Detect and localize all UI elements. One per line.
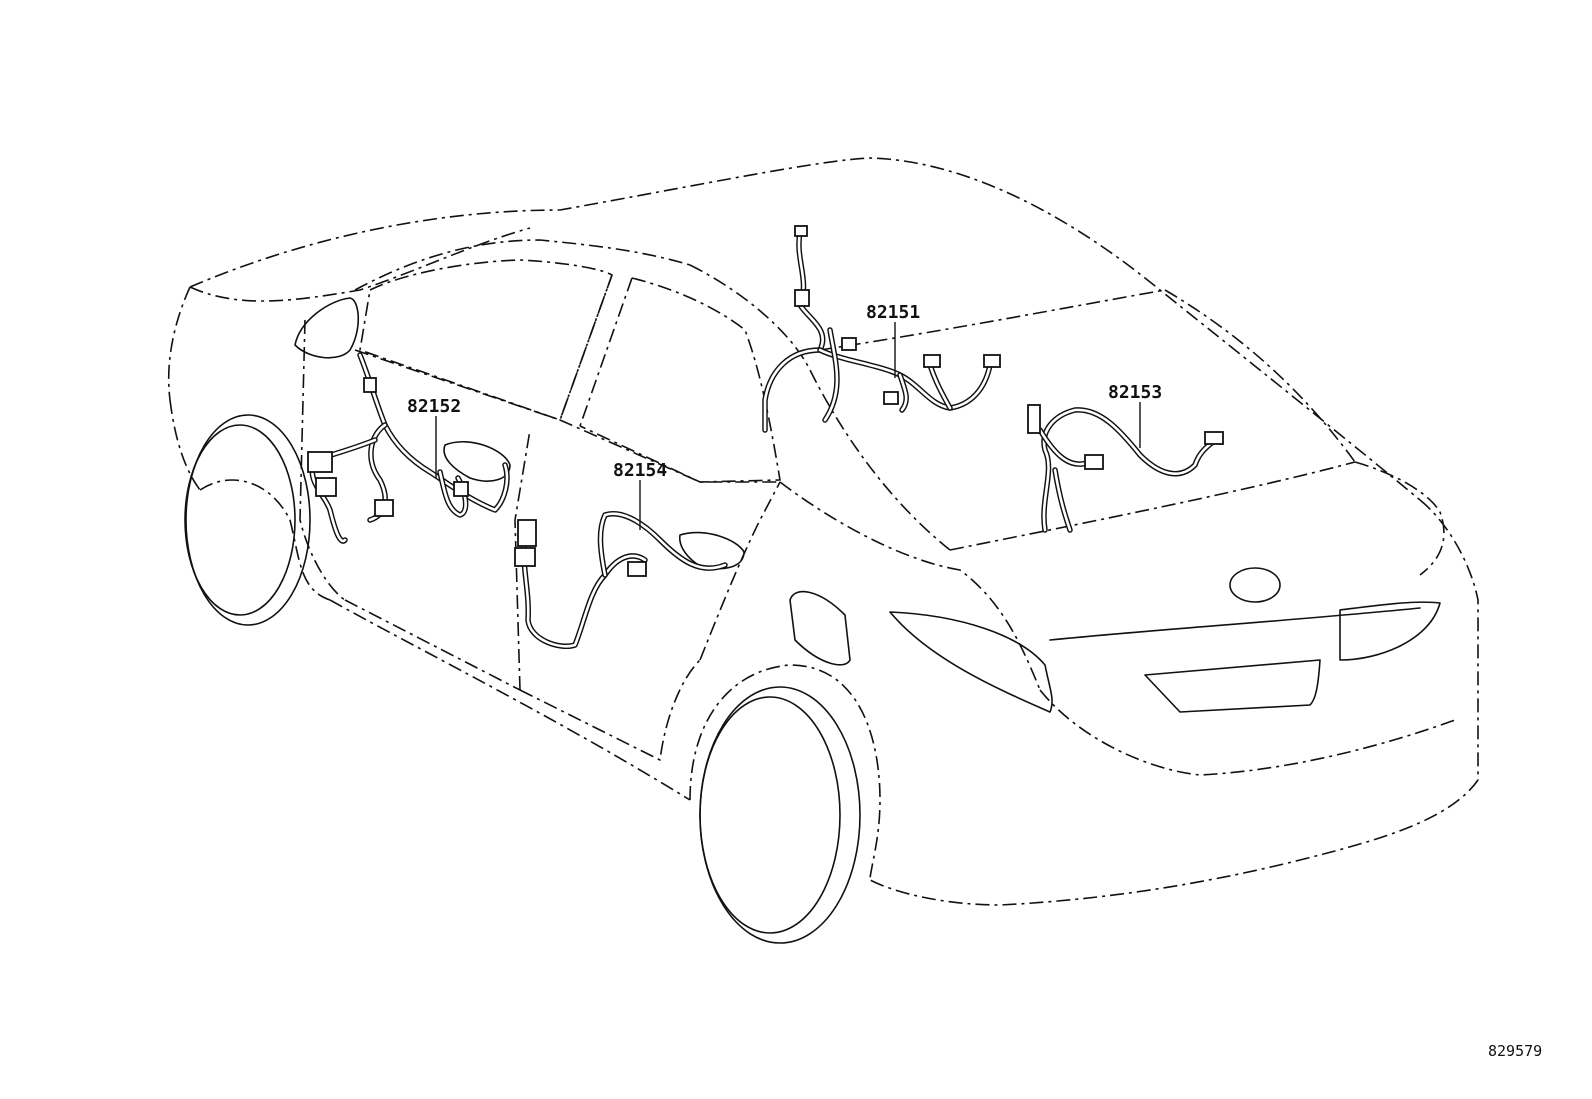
callout-82153: 82153 <box>1108 382 1162 403</box>
car-body-outline <box>167 157 1479 906</box>
connector <box>841 337 857 351</box>
connector <box>307 451 333 473</box>
connector <box>883 391 899 405</box>
connector <box>923 354 941 368</box>
rear-wheel <box>699 696 841 934</box>
connector <box>794 225 808 237</box>
front-wheel <box>184 424 296 616</box>
connector <box>1204 431 1224 445</box>
harness-82153 <box>1027 404 1224 533</box>
harness-82152 <box>307 352 510 544</box>
connector <box>374 499 394 517</box>
connector <box>794 289 810 307</box>
tail-light-left <box>889 611 1053 713</box>
front-tire <box>185 414 311 626</box>
connector <box>627 561 647 577</box>
connector <box>983 354 1001 368</box>
connector <box>453 481 469 497</box>
connector <box>514 547 536 567</box>
callout-leaders <box>435 322 1141 530</box>
catalog-id: 829579 <box>1488 1042 1542 1060</box>
rear-tire <box>699 686 861 944</box>
license-plate-recess <box>1144 659 1321 713</box>
connector <box>315 477 337 497</box>
front-door-handle <box>443 440 511 482</box>
connector <box>1084 454 1104 470</box>
side-mirror <box>294 297 360 359</box>
connector <box>1027 404 1041 434</box>
harness-82154 <box>514 511 728 649</box>
connector <box>517 519 537 547</box>
connector <box>363 377 377 393</box>
car-body-details <box>184 297 1441 944</box>
callout-82154: 82154 <box>613 460 667 481</box>
callout-82152: 82152 <box>407 396 461 417</box>
callout-82151: 82151 <box>866 302 920 323</box>
fuel-door <box>789 590 851 666</box>
rear-door-handle <box>679 531 745 570</box>
harness-82151 <box>762 225 1001 433</box>
rear-emblem <box>1229 567 1281 603</box>
tail-light-right <box>1339 601 1441 661</box>
